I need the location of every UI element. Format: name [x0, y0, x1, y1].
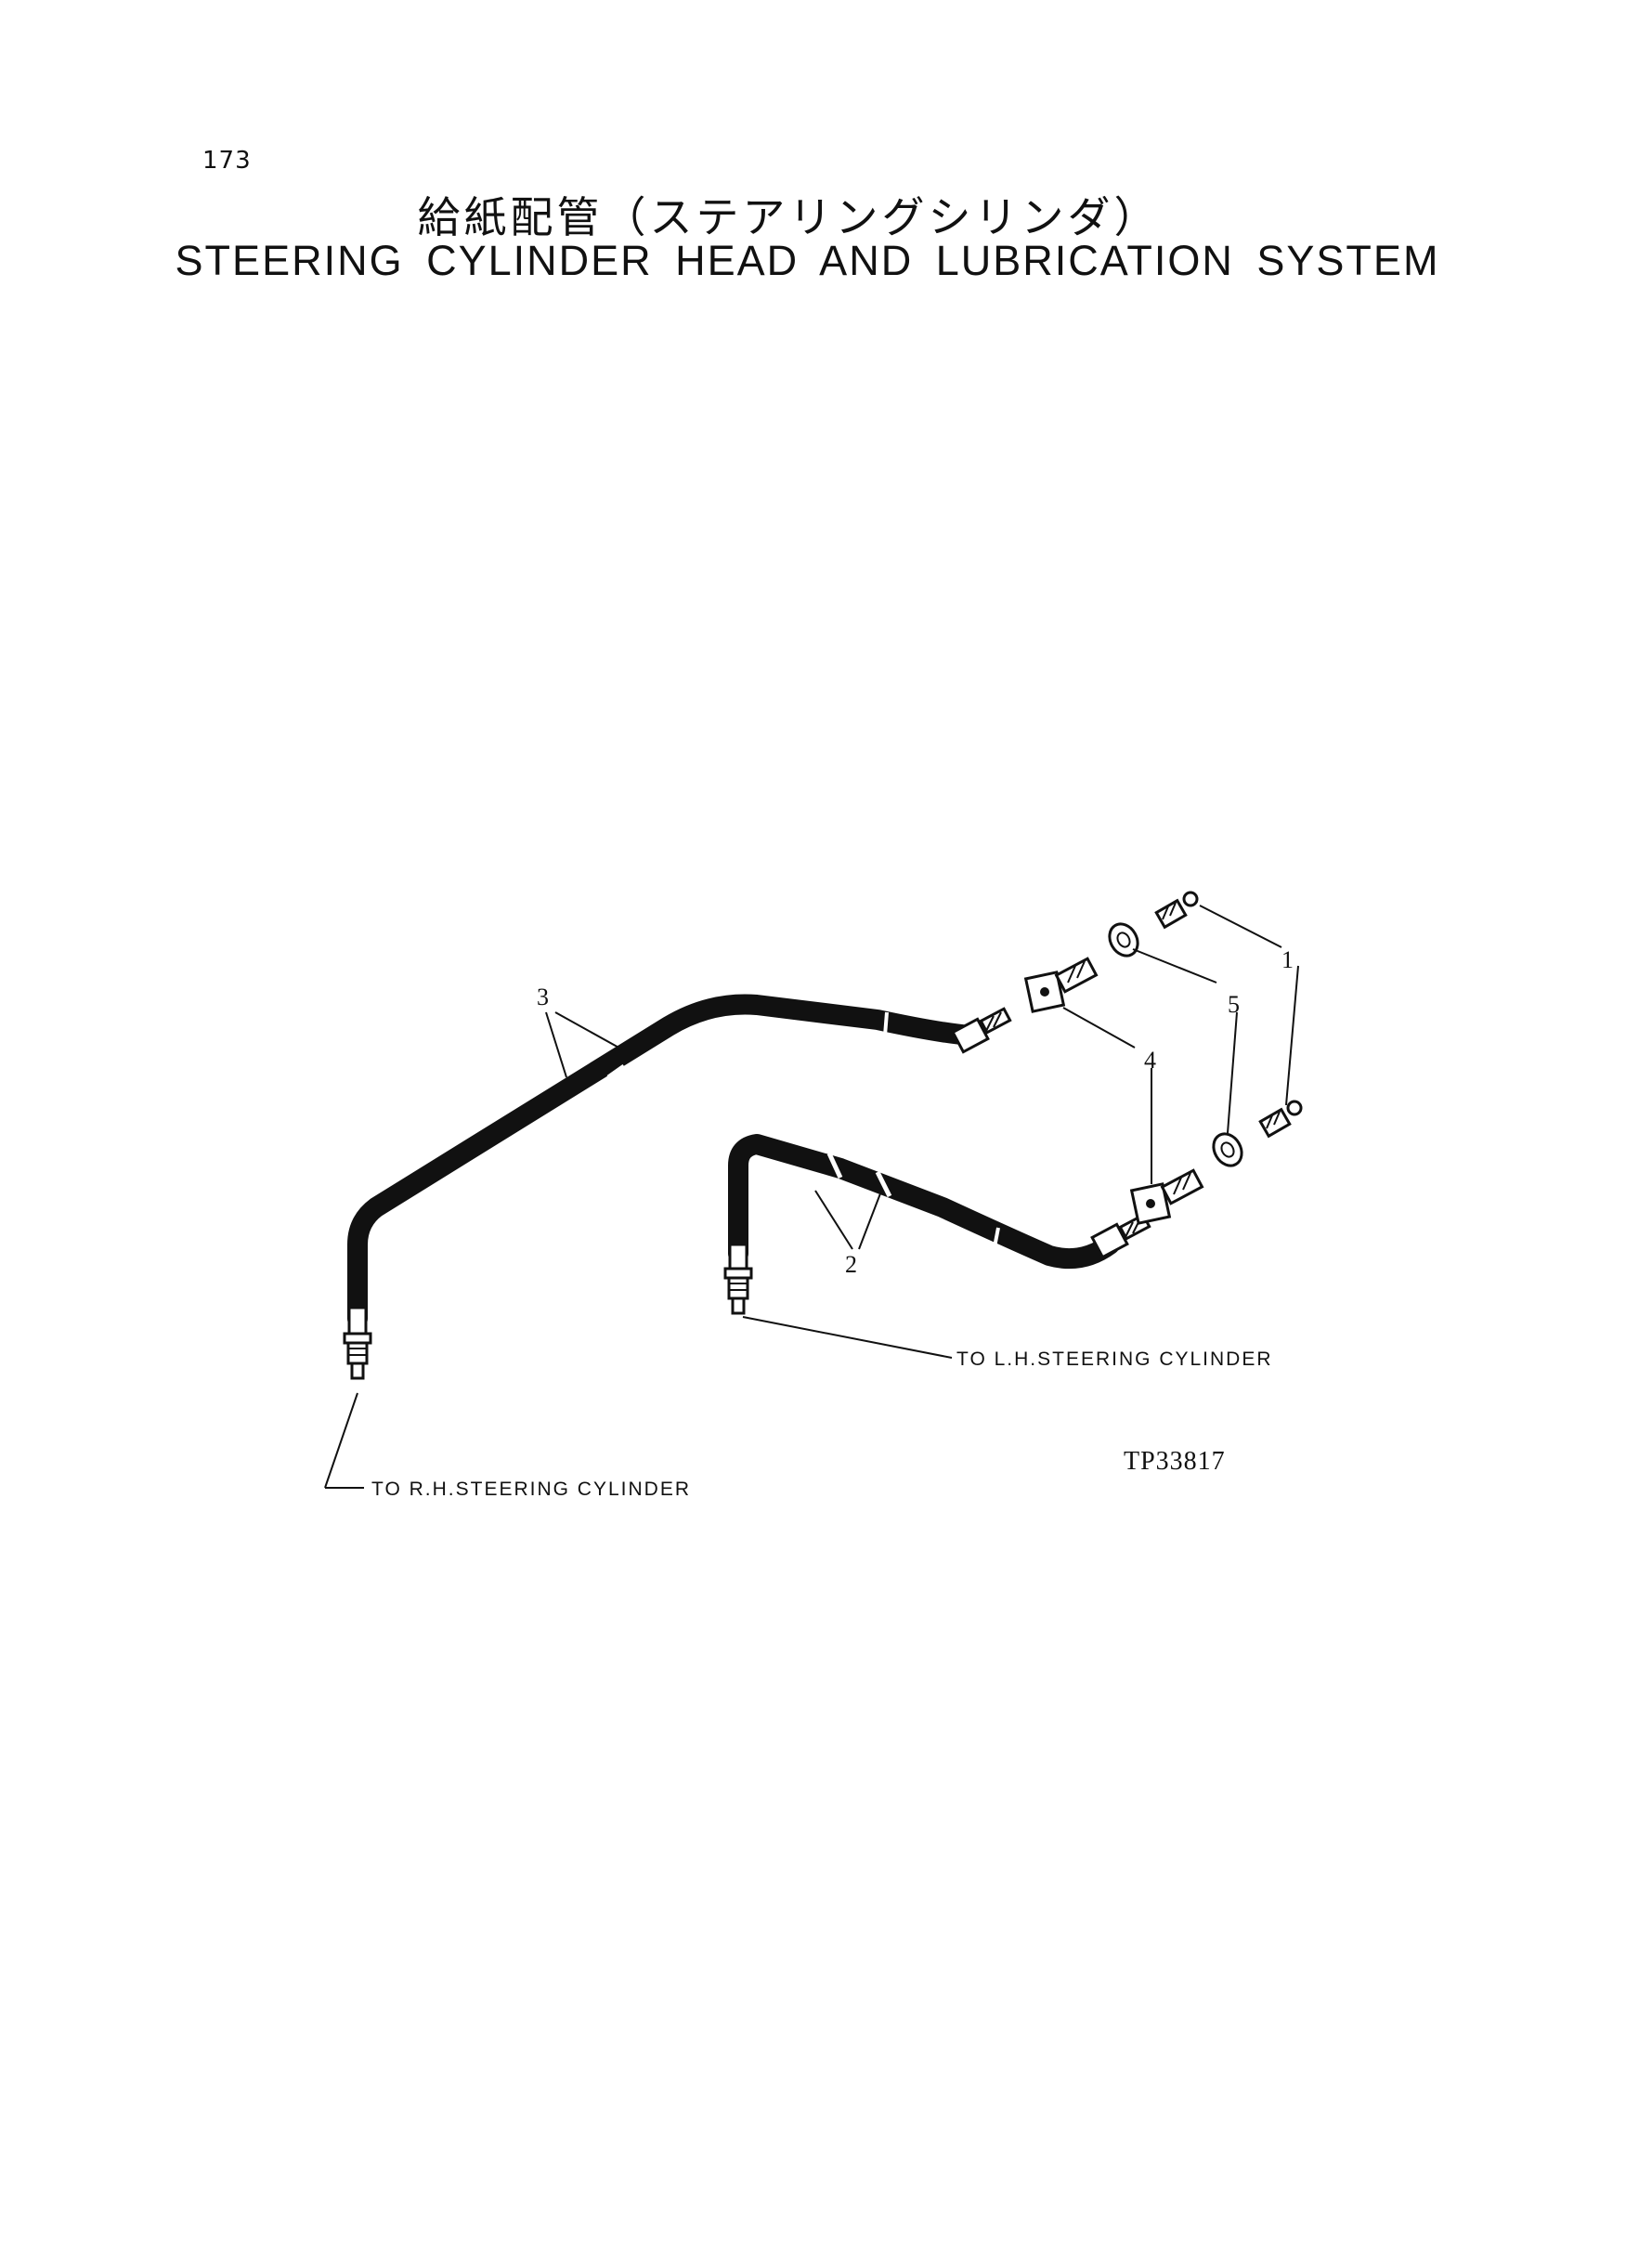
- grease-nipple-upper: [1154, 891, 1199, 930]
- callout-5: 5: [1228, 991, 1240, 1018]
- washer-lower: [1212, 1132, 1243, 1167]
- callout-3: 3: [537, 984, 549, 1010]
- washer-upper: [1108, 922, 1139, 958]
- page-title-japanese: 給紙配管（ステアリングシリンダ）: [417, 192, 1161, 242]
- hose-2-body: [728, 1134, 1120, 1270]
- leader-lines: [324, 905, 1299, 1489]
- hose-2-band: [875, 1170, 892, 1198]
- hose-3-band: [500, 1135, 522, 1150]
- hose-3-band: [883, 1011, 889, 1036]
- hose-3-lower-fitting: [343, 1306, 372, 1380]
- hose-2-band: [826, 1152, 843, 1179]
- grease-nipple-lower: [1258, 1100, 1303, 1139]
- label-to-lh-steering-cylinder: TO L.H.STEERING CYLINDER: [956, 1348, 1273, 1370]
- hose-3-upper-fitting: [951, 1007, 1012, 1054]
- adapter-block-lower: [1129, 1168, 1204, 1225]
- adapter-block-upper: [1023, 957, 1099, 1013]
- page-title-english: STEERING CYLINDER HEAD AND LUBRICATION S…: [175, 237, 1440, 284]
- callout-2: 2: [845, 1251, 857, 1278]
- label-to-rh-steering-cylinder: TO R.H.STEERING CYLINDER: [371, 1479, 691, 1500]
- hose-3-body: [347, 994, 981, 1329]
- hose-2: [723, 1134, 1151, 1315]
- callout-1: 1: [1281, 946, 1294, 973]
- drawing-number: TP33817: [1124, 1447, 1226, 1476]
- hose-2-band: [992, 1227, 1000, 1253]
- hose-2-lower-fitting: [723, 1243, 753, 1315]
- hose-3: [343, 994, 1012, 1380]
- callout-4: 4: [1144, 1047, 1156, 1074]
- page-number: 173: [202, 147, 252, 175]
- hose-3-band: [606, 1063, 626, 1080]
